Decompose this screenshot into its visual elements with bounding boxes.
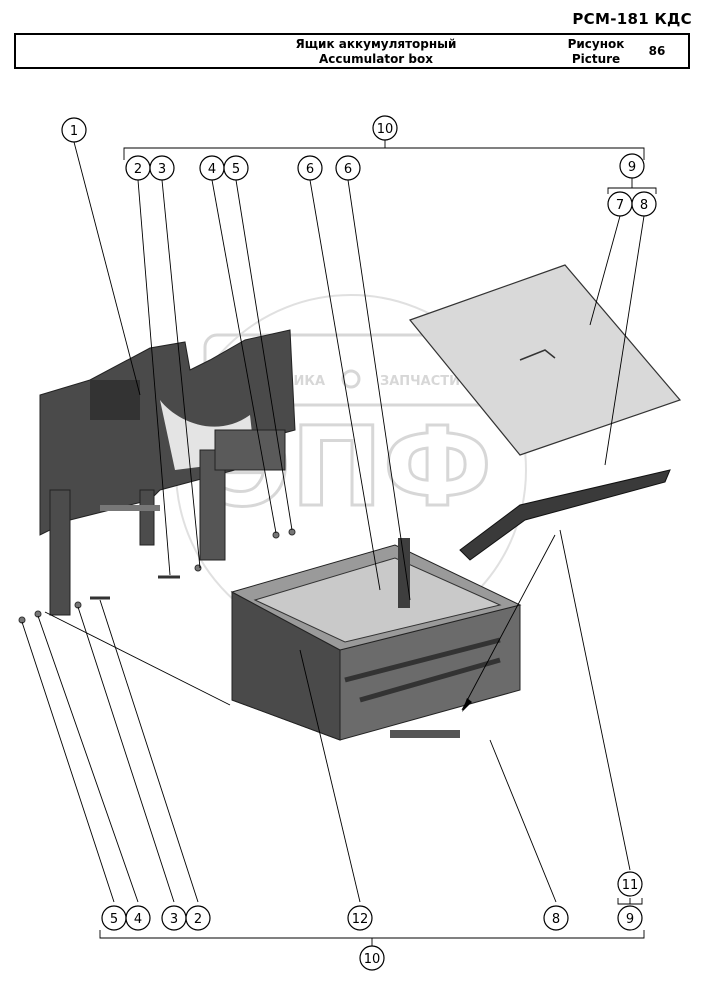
arrow-head: [462, 698, 472, 712]
svg-text:8: 8: [552, 912, 560, 927]
mounting-bracket: [39, 329, 296, 616]
callout-9-top: [619, 153, 645, 179]
callouts: [61, 115, 657, 971]
title-block: Ящик аккумуляторный Accumulator box Рису…: [14, 33, 690, 69]
callout-10-top: [372, 115, 398, 141]
svg-text:3: 3: [158, 162, 166, 177]
svg-text:8: 8: [640, 198, 648, 213]
callout-6a: [297, 155, 323, 181]
callout-11: [617, 871, 643, 897]
svg-text:4: 4: [134, 912, 142, 927]
title-en: Accumulator box: [319, 52, 433, 66]
svg-text:5: 5: [110, 912, 118, 927]
lid: [408, 264, 682, 456]
svg-text:10: 10: [364, 952, 381, 967]
callout-5: [223, 155, 249, 181]
svg-text:4: 4: [208, 162, 216, 177]
callout-2-bottom: [185, 905, 211, 931]
svg-text:6: 6: [344, 162, 352, 177]
leader-lines: [21, 140, 657, 946]
svg-text:3: 3: [170, 912, 178, 927]
svg-text:1: 1: [70, 124, 78, 139]
svg-text:7: 7: [616, 198, 624, 213]
callout-8-bottom: [543, 905, 569, 931]
callout-3: [149, 155, 175, 181]
cover-plate: [459, 469, 671, 561]
svg-text:11: 11: [622, 878, 639, 893]
callout-labels: 1 10 2 3 4 5 6 6 9 7 8 5 4 3 2 12 8 11 9…: [70, 122, 648, 967]
svg-text:9: 9: [626, 912, 634, 927]
picture-label-ru: Рисунок: [567, 37, 625, 51]
callout-6b: [335, 155, 361, 181]
picture-label-en: Picture: [571, 52, 621, 66]
callout-8-top: [631, 191, 657, 217]
gear-icon: [341, 369, 361, 389]
watermark-word-right: ЗАПЧАСТИ: [380, 374, 460, 389]
svg-text:12: 12: [352, 912, 369, 927]
callout-12: [347, 905, 373, 931]
picture-number: 86: [648, 44, 666, 58]
title-ru: Ящик аккумуляторный: [295, 37, 457, 51]
callout-1: [61, 117, 87, 143]
svg-text:10: 10: [377, 122, 394, 137]
callout-4-bottom: [125, 905, 151, 931]
model-code: РСМ-181 КДС: [572, 10, 692, 28]
callout-9-bottom: [617, 905, 643, 931]
svg-text:2: 2: [134, 162, 142, 177]
svg-text:5: 5: [232, 162, 240, 177]
callout-10-bottom: [359, 945, 385, 971]
svg-text:6: 6: [306, 162, 314, 177]
svg-text:2: 2: [194, 912, 202, 927]
svg-text:9: 9: [628, 160, 636, 175]
